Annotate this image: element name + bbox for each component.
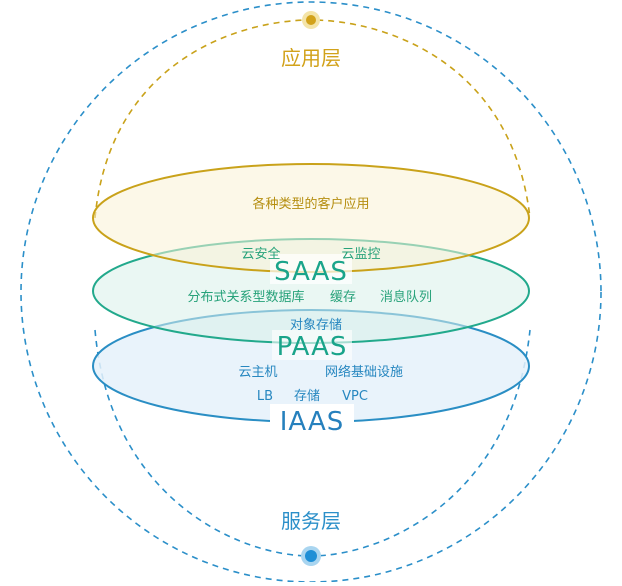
paas-item-db: 分布式关系型数据库 — [187, 289, 304, 305]
paas-title: PAAS — [277, 332, 348, 362]
saas-title-bg — [270, 254, 352, 284]
saas-item-monitor: 云监控 — [341, 247, 380, 262]
iaas-item-vpc: VPC — [342, 389, 368, 404]
iaas-item-vm: 云主机 — [238, 365, 277, 380]
paas-item-cache: 缓存 — [330, 290, 356, 305]
saas-item-security: 云安全 — [241, 246, 280, 262]
iaas-title: IAAS — [280, 407, 344, 437]
paas-item-oss: 对象存储 — [290, 318, 342, 333]
app-item: 各种类型的客户应用 — [252, 196, 369, 212]
paas-title-bg — [272, 330, 352, 360]
iaas-item-network: 网络基础设施 — [325, 364, 403, 380]
saas-title: SAAS — [274, 257, 348, 287]
iaas-item-lb: LB — [257, 389, 273, 404]
paas-item-mq: 消息队列 — [380, 289, 432, 305]
top-node-inner — [306, 15, 316, 25]
iaas-title-bg — [270, 404, 354, 436]
bottom-layer-label: 服务层 — [281, 509, 341, 533]
iaas-item-storage: 存储 — [294, 389, 320, 404]
bottom-node-inner — [305, 550, 317, 562]
top-layer-label: 应用层 — [281, 46, 341, 70]
